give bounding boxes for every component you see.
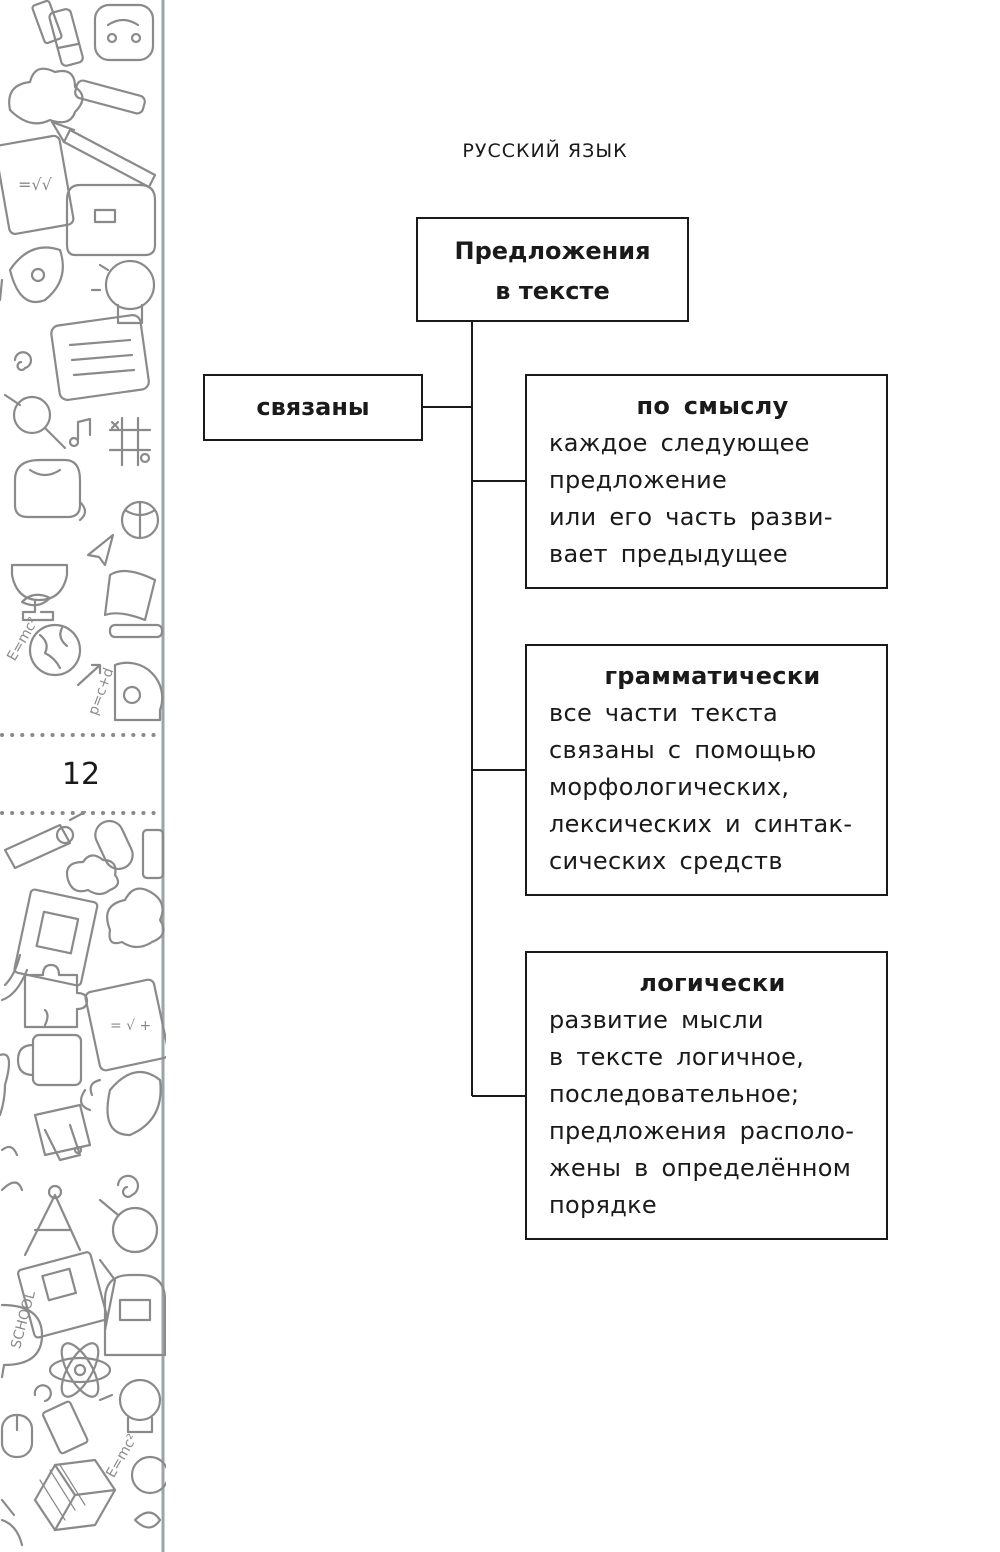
notebook-icon: [17, 1251, 117, 1339]
compass-icon: [23, 1184, 82, 1257]
tic-tac-toe-icon: [108, 416, 152, 467]
diploma-scroll-icon: [3, 810, 87, 870]
bag-3-icon: [0, 953, 29, 1002]
cap-icon: [0, 1053, 11, 1117]
category-line: сических средств: [549, 847, 783, 875]
backpack-2-icon: [103, 1273, 166, 1357]
mug-icon: [16, 1008, 83, 1087]
sidebar-doodle-panel: =√√ E=mc² p=c+d = √ +: [0, 0, 166, 1552]
category-line: или его часть разви-: [549, 503, 833, 531]
pencil-2-icon: [0, 1498, 24, 1547]
leaf-icon: [20, 593, 52, 607]
paint-tube-icon: [48, 8, 84, 67]
leaf-2-icon: [0, 1145, 24, 1192]
glue-icon: [141, 828, 165, 880]
sidebar-doodles: =√√ E=mc² p=c+d = √ +: [0, 0, 166, 1552]
eraser-icon: [41, 1400, 89, 1455]
category-line: морфологических,: [549, 773, 790, 801]
category-line: предложения располо-: [549, 1117, 855, 1145]
pen-icon: [74, 79, 146, 115]
relation-node: связаны: [203, 374, 423, 441]
category-line: жены в определённом: [549, 1154, 852, 1182]
category-line: каждое следующее: [549, 429, 810, 457]
pen-2-icon: [108, 623, 164, 639]
category-line: все части текста: [549, 699, 778, 727]
trophy-icon: [10, 563, 69, 622]
cloud-3-icon: [106, 887, 165, 949]
svg-text:=√√: =√√: [18, 175, 53, 194]
category-line: последовательное;: [549, 1080, 800, 1108]
arrow-icon: [76, 663, 102, 687]
category-line: развитие мысли: [549, 1006, 764, 1034]
paper-plane-icon: [78, 500, 115, 567]
protractor-icon: [113, 661, 164, 722]
cloud-2-icon: [65, 854, 120, 896]
category-line: в тексте логичное,: [549, 1043, 805, 1071]
mouse-icon: [0, 1413, 34, 1459]
music-note-icon: [68, 417, 92, 448]
ball-icon: [120, 500, 160, 540]
root-node: Предложения в тексте: [416, 217, 689, 322]
category-node-meaning: по смыслу каждое следующее предложение и…: [525, 374, 888, 589]
bag-2-icon: [13, 458, 82, 519]
cloud-icon: [8, 67, 84, 125]
graduation-cap-icon: [33, 1103, 92, 1162]
page-number: 12: [61, 757, 101, 792]
magnifier-icon: [3, 393, 67, 450]
atom-icon: [48, 1342, 112, 1398]
magnifier-2-icon: [98, 1198, 159, 1254]
globe-icon: [28, 623, 82, 677]
category-line: лексических и синтак-: [549, 810, 853, 838]
swirl-icon: [33, 1384, 52, 1403]
capsule-icon: [94, 819, 134, 871]
category-line: порядке: [549, 1191, 658, 1219]
category-line: вает предыдущее: [549, 540, 788, 568]
chalkboard-icon: =√√: [0, 134, 75, 236]
rocket-2-icon: [79, 1070, 162, 1137]
leaf-3-icon: [133, 1511, 162, 1529]
category-title: грамматически: [604, 662, 821, 690]
rocket-icon: [0, 246, 64, 303]
root-title-line-1: Предложения: [454, 237, 651, 265]
lipstick-icon: [31, 0, 63, 45]
scroll-icon: [103, 569, 157, 622]
spiral-icon: [13, 351, 33, 371]
category-line: предложение: [549, 466, 728, 494]
spiral-2-icon: [116, 1174, 140, 1198]
puzzle-icon: [23, 963, 89, 1029]
root-title-line-2: в тексте: [495, 277, 610, 305]
category-title: логически: [639, 969, 786, 997]
globe-2-icon: [130, 1455, 166, 1495]
lightbulb-icon: [90, 259, 156, 325]
category-node-logic: логически развитие мысли в тексте логичн…: [525, 951, 888, 1240]
category-node-grammar: грамматически все части текста связаны с…: [525, 644, 888, 896]
cube-icon: [33, 1458, 117, 1532]
chalkboard-2-icon: = √ +: [84, 978, 166, 1072]
clipboard-icon: [50, 314, 150, 401]
category-line: связаны с помощью: [549, 736, 817, 764]
relation-label: связаны: [256, 393, 370, 421]
book-icon: [13, 888, 99, 987]
category-title: по смыслу: [636, 392, 789, 420]
section-header: РУССКИЙ ЯЗЫК: [462, 140, 628, 162]
svg-text:= √ +: = √ +: [110, 1018, 151, 1034]
bag-icon: [65, 183, 157, 257]
lightbulb-2-icon: [98, 1378, 162, 1434]
backpack-icon: [93, 3, 155, 62]
